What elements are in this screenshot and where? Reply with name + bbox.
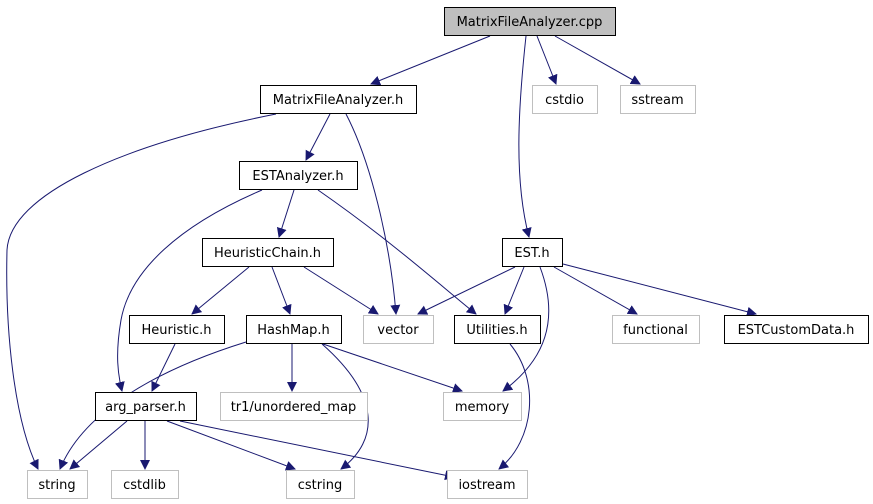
- node-box: [724, 315, 869, 344]
- edge-EST_h-to-functional: [553, 266, 638, 315]
- node-vector: vector: [363, 315, 434, 344]
- edge-MatrixFileAnalyzer_h-to-ESTAnalyzer_h: [305, 113, 331, 161]
- edge-Utilities_h-to-iostream: [498, 343, 531, 470]
- node-box: [239, 161, 358, 190]
- edge-MatrixFileAnalyzer_h-to-string: [6, 113, 277, 470]
- edge-MatrixFileAnalyzer_cpp-to-EST_h: [518, 35, 532, 238]
- edge-HeuristicChain_h-to-HashMap_h: [271, 266, 292, 315]
- edge-ESTAnalyzer_h-to-arg_parser_h: [114, 189, 263, 392]
- node-label: ESTCustomData.h: [738, 323, 855, 338]
- edge-MatrixFileAnalyzer_cpp-to-sstream: [554, 35, 641, 85]
- node-ESTAnalyzer_h[interactable]: ESTAnalyzer.h: [239, 161, 358, 190]
- edge-arg_parser_h-to-string: [69, 420, 128, 470]
- node-label: arg_parser.h: [105, 400, 186, 415]
- edge-MatrixFileAnalyzer_h-to-vector: [345, 113, 401, 315]
- node-box: [444, 7, 616, 36]
- edge-ESTAnalyzer_h-to-HeuristicChain_h: [276, 189, 295, 238]
- edge-HeuristicChain_h-to-vector: [303, 266, 379, 315]
- node-cstdlib: cstdlib: [111, 470, 179, 499]
- edges-layer: [6, 35, 757, 481]
- edge-EST_h-to-Utilities_h: [503, 266, 525, 315]
- node-label: HashMap.h: [257, 323, 330, 338]
- node-label: string: [38, 478, 75, 493]
- node-arg_parser_h[interactable]: arg_parser.h: [95, 392, 197, 421]
- edge-Heuristic_h-to-arg_parser_h: [151, 343, 176, 392]
- node-label: tr1/unordered_map: [231, 400, 357, 415]
- node-tr1_unordered_map: tr1/unordered_map: [220, 392, 368, 421]
- node-Utilities_h[interactable]: Utilities.h: [454, 315, 541, 344]
- edge-EST_h-to-vector: [417, 266, 516, 315]
- node-label: Heuristic.h: [142, 323, 212, 338]
- node-label: cstdlib: [123, 478, 166, 493]
- node-memory: memory: [443, 392, 522, 421]
- node-label: functional: [623, 323, 688, 338]
- node-box: [454, 315, 541, 344]
- node-label: Utilities.h: [466, 323, 527, 338]
- node-string: string: [27, 470, 88, 499]
- node-box: [620, 85, 696, 114]
- node-label: iostream: [458, 478, 515, 493]
- node-label: MatrixFileAnalyzer.h: [273, 93, 403, 108]
- node-box: [246, 315, 342, 344]
- edge-EST_h-to-ESTCustomData_h: [562, 263, 757, 317]
- node-label: memory: [455, 400, 510, 415]
- node-HashMap_h[interactable]: HashMap.h: [246, 315, 342, 344]
- node-box: [363, 315, 434, 344]
- node-label: MatrixFileAnalyzer.cpp: [457, 15, 603, 30]
- edge-HeuristicChain_h-to-Heuristic_h: [191, 266, 250, 315]
- node-label: HeuristicChain.h: [214, 246, 321, 261]
- node-box: [202, 238, 334, 267]
- node-ESTCustomData_h[interactable]: ESTCustomData.h: [724, 315, 869, 344]
- edge-HashMap_h-to-memory: [322, 343, 463, 393]
- node-box: [532, 85, 598, 114]
- edge-MatrixFileAnalyzer_cpp-to-MatrixFileAnalyzer_h: [370, 35, 491, 86]
- node-box: [95, 392, 197, 421]
- node-label: cstring: [298, 478, 342, 493]
- node-HeuristicChain_h[interactable]: HeuristicChain.h: [202, 238, 334, 267]
- node-box: [502, 238, 563, 267]
- node-label: ESTAnalyzer.h: [252, 169, 343, 184]
- node-Heuristic_h[interactable]: Heuristic.h: [129, 315, 225, 344]
- node-MatrixFileAnalyzer_h[interactable]: MatrixFileAnalyzer.h: [260, 85, 417, 114]
- node-label: sstream: [631, 93, 683, 108]
- edge-arg_parser_h-to-iostream: [179, 420, 455, 481]
- node-box: [447, 470, 528, 499]
- edge-ESTAnalyzer_h-to-Utilities_h: [317, 189, 477, 315]
- node-box: [612, 315, 700, 344]
- node-MatrixFileAnalyzer_cpp[interactable]: MatrixFileAnalyzer.cpp: [444, 7, 616, 36]
- nodes-layer: MatrixFileAnalyzer.cppMatrixFileAnalyzer…: [27, 7, 869, 499]
- node-box: [443, 392, 522, 421]
- edge-arg_parser_h-to-cstring: [166, 420, 296, 471]
- node-box: [27, 470, 88, 499]
- node-functional: functional: [612, 315, 700, 344]
- edge-EST_h-to-memory: [502, 266, 550, 392]
- node-cstring: cstring: [286, 470, 355, 499]
- node-box: [111, 470, 179, 499]
- node-label: cstdio: [545, 93, 584, 108]
- node-EST_h[interactable]: EST.h: [502, 238, 563, 267]
- node-label: vector: [377, 323, 419, 338]
- node-sstream: sstream: [620, 85, 696, 114]
- node-iostream: iostream: [447, 470, 528, 499]
- edge-MatrixFileAnalyzer_cpp-to-cstdio: [536, 35, 558, 85]
- node-box: [220, 392, 368, 421]
- node-label: EST.h: [514, 246, 549, 261]
- node-cstdio: cstdio: [532, 85, 598, 114]
- node-box: [260, 85, 417, 114]
- node-box: [129, 315, 225, 344]
- node-box: [286, 470, 355, 499]
